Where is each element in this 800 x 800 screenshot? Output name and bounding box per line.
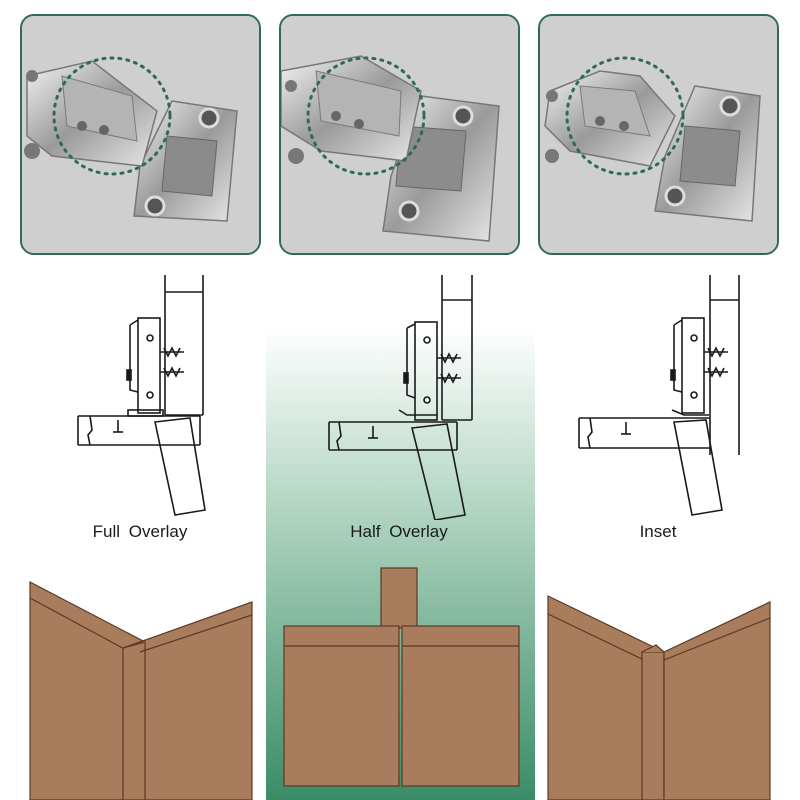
detail-callout-circle (565, 56, 685, 176)
inset-cabinet-illustration (534, 560, 800, 800)
detail-callout-circle (306, 56, 426, 176)
full-overlay-label: Full Overlay (92, 522, 188, 541)
inset-label: Inset (639, 522, 677, 541)
full-overlay-hinge-photo (20, 14, 261, 255)
full-overlay-diagram (0, 270, 266, 520)
half-overlay-hinge-photo (279, 14, 520, 255)
half-overlay-diagram (267, 270, 533, 520)
half-overlay-label: Half Overlay (350, 522, 448, 541)
inset-diagram (534, 270, 800, 520)
detail-callout-circle (52, 56, 172, 176)
full-overlay-cabinet-illustration (0, 560, 266, 800)
half-overlay-cabinet-illustration (267, 560, 533, 800)
inset-hinge-photo (538, 14, 779, 255)
